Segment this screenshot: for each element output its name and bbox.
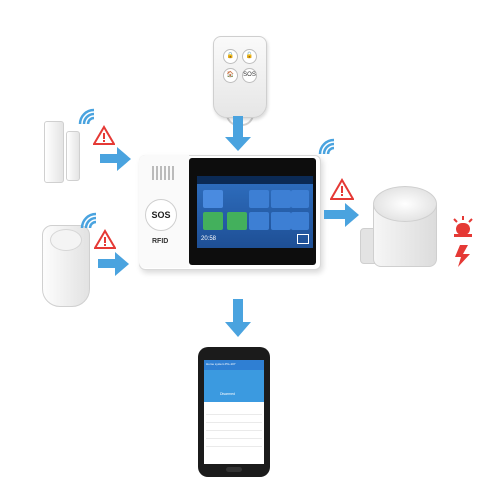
arrow-down-phone <box>233 299 243 323</box>
wifi-icon <box>78 108 95 125</box>
remote-unlock-button: 🔓 <box>242 49 257 64</box>
pir-lens <box>50 229 82 251</box>
phone-app-title: Home system PG-107 <box>206 362 236 366</box>
lightning-icon <box>455 245 470 267</box>
arrow-head-phone <box>225 322 251 337</box>
lcd-tile <box>203 190 223 208</box>
siren-light-icon <box>453 216 473 237</box>
panel-lcd: 20:58 <box>197 176 313 248</box>
phone-home-button <box>226 467 242 472</box>
phone-list-item <box>206 440 262 447</box>
door-sensor <box>44 121 64 183</box>
remote-home-button: 🏠 <box>223 68 238 83</box>
arrow-right-siren <box>324 210 346 219</box>
lcd-tile <box>291 190 309 208</box>
arrow-right-door <box>100 154 118 163</box>
phone-list-item <box>206 432 262 439</box>
arrow-head-remote <box>225 137 251 151</box>
warning-icon <box>93 125 115 145</box>
lcd-tile <box>203 212 223 230</box>
lcd-status-bar <box>197 176 313 184</box>
arrow-head-siren <box>345 203 359 227</box>
lcd-tile <box>249 212 269 230</box>
remote-lock-button: 🔒 <box>223 49 238 64</box>
remote-control: 🔒 🔓 🏠 SOS <box>213 36 267 118</box>
arrow-right-pir <box>98 259 116 268</box>
rfid-label: RFID <box>152 238 169 245</box>
lcd-tile <box>249 190 269 208</box>
phone-list-item <box>206 408 262 415</box>
wifi-icon <box>318 138 335 155</box>
phone-list-item <box>206 424 262 431</box>
door-sensor-magnet <box>66 131 80 181</box>
lcd-tile <box>271 212 291 230</box>
lcd-tile <box>227 212 247 230</box>
lcd-tile <box>271 190 291 208</box>
warning-icon <box>94 229 116 249</box>
lcd-time: 20:58 <box>201 236 217 242</box>
arrow-head-door <box>117 147 131 171</box>
remote-sos-button: SOS <box>242 68 257 83</box>
panel-sos-button: SOS <box>145 199 177 231</box>
warning-icon <box>330 178 354 200</box>
arrow-head-pir <box>115 252 129 276</box>
lcd-settings-icon <box>297 234 309 244</box>
wifi-icon <box>80 212 97 229</box>
phone-status-label: Disarmed <box>220 392 235 396</box>
siren-speaker <box>373 186 437 222</box>
lcd-tile <box>291 212 309 230</box>
phone-list-item <box>206 416 262 423</box>
speaker-grille <box>152 166 174 180</box>
arrow-down-remote <box>233 116 243 138</box>
phone-status-banner <box>204 370 264 402</box>
phone-app-header <box>204 360 264 370</box>
